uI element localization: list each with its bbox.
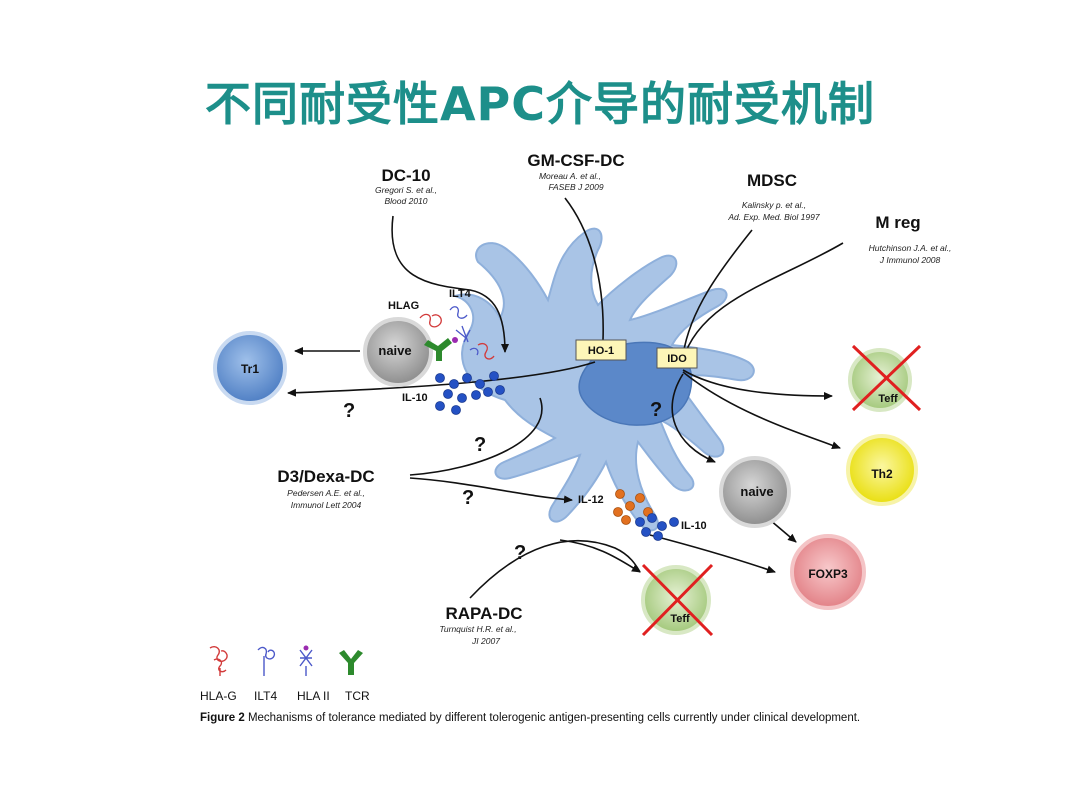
d3dexa-ref1: Pedersen A.E. et al., [287,488,365,498]
gmcsf-ref1: Moreau A. et al., [539,171,601,181]
mdsc-ref1: Kalinsky p. et al., [742,200,806,210]
hla-ii-icon [299,645,313,676]
il10-right-label: IL-10 [681,520,707,532]
teff-cell-right [848,348,912,412]
th2-label: Th2 [871,467,893,481]
page-title: 不同耐受性APC介导的耐受机制 [204,77,876,131]
gmcsf-arrow [564,197,604,341]
ido-to-teff-arrow [682,369,833,400]
ho1-label: HO-1 [588,345,614,357]
mdsc-line [682,229,753,356]
question-mark-2: ? [650,399,662,421]
naive-cell-right [719,456,791,528]
naive-cell-left [363,317,433,387]
caption-text: Mechanisms of tolerance mediated by diff… [247,712,861,724]
hla-g-icon [209,646,228,676]
th2-cell [846,434,918,506]
rapa-name: RAPA-DC [445,604,522,623]
cross-teff-bottom-icon [641,563,714,637]
mdsc-ref2: Ad. Exp. Med. Biol 1997 [727,212,819,222]
legend-ilt4: ILT4 [254,689,277,703]
il12-dots [613,489,653,525]
question-mark-1: ? [343,400,355,422]
il10-dots-left [435,371,505,415]
rapa-ref2: JI 2007 [471,636,500,646]
d3dexa-to-il12-arrow [409,477,573,504]
il10-to-tr1-arrow [287,361,596,397]
ilt4-icon [257,646,276,676]
rapa-line [469,539,641,599]
ido-to-th2-arrow [682,371,841,450]
question-mark-4: ? [462,487,474,509]
receptor-cluster [419,306,495,360]
cross-teff-right-icon [851,344,922,412]
tcr-icon [339,650,363,675]
dc10-arrow [391,215,509,353]
legend-hla-ii: HLA II [297,689,330,703]
dc10-name: DC-10 [381,166,430,185]
rapa-to-teff-arrow [559,539,641,573]
hla-dot [452,337,458,343]
legend-hla-g: HLA-G [200,689,237,703]
tcr-icon-cluster [424,338,452,361]
hlag-label: HLAG [388,300,419,312]
ido-label: IDO [667,353,687,365]
legend [209,645,363,676]
mreg-name: M reg [875,213,920,232]
ilt4-label: ILT4 [449,288,472,300]
tr1-cell [213,331,287,405]
mreg-ref2: J Immunol 2008 [879,255,941,265]
foxp3-label: FOXP3 [808,567,848,581]
il10-to-foxp3-arrow [649,534,776,574]
d3dexa-name: D3/Dexa-DC [277,467,374,486]
mreg-line [682,242,844,361]
question-mark-5: ? [514,542,526,564]
mdsc-name: MDSC [747,171,797,190]
rapa-ref1: Turnquist H.R. et al., [439,624,516,634]
ho1-box [575,339,627,361]
gmcsf-name: GM-CSF-DC [527,151,624,170]
dc10-ref2: Blood 2010 [384,196,427,206]
dc10-ref1: Gregori S. et al., [375,185,437,195]
gmcsf-ref2: FASEB J 2009 [548,182,603,192]
ido-box [656,347,698,369]
il10-left-label: IL-10 [402,392,428,404]
naive-to-foxp3-arrow [769,519,797,543]
question-mark-3: ? [474,434,486,456]
naive-left-label: naive [378,343,411,358]
foxp3-cell [790,534,866,610]
d3dexa-line-top [409,397,543,476]
il10-dots-right [635,513,679,541]
mreg-ref1: Hutchinson J.A. et al., [869,243,952,253]
teff-bottom-label: Teff [670,613,690,625]
tr1-label: Tr1 [241,362,259,376]
il12-label: IL-12 [578,494,604,506]
figure-caption: Figure 2 Mechanisms of tolerance mediate… [200,712,860,724]
caption-label: Figure 2 [200,712,245,724]
teff-right-label: Teff [878,393,898,405]
legend-tcr: TCR [345,689,370,703]
pathway-lines [287,197,844,599]
d3dexa-ref2: Immunol Lett 2004 [291,500,362,510]
ido-to-naive-arrow [671,373,716,463]
naive-right-label: naive [740,484,773,499]
